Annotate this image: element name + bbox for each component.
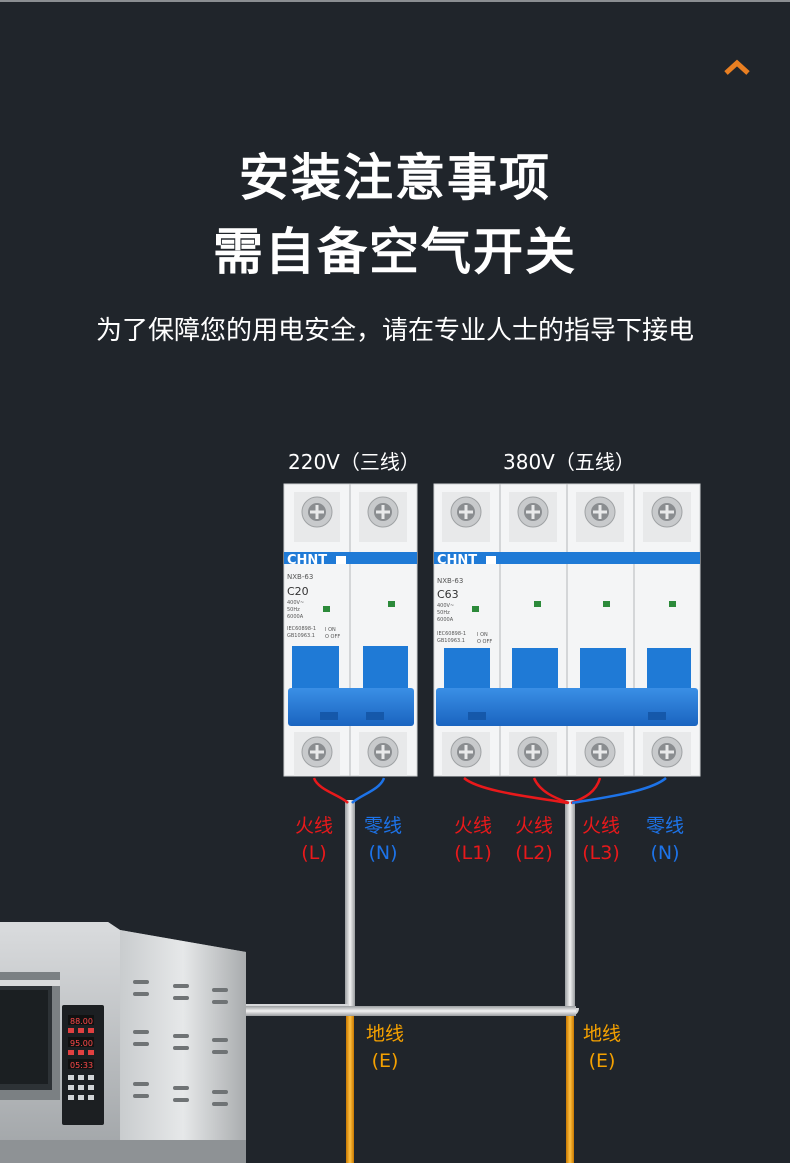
breaker-standard: IEC60898-1 <box>437 631 466 637</box>
oven-display-timer: 05:33 <box>70 1061 93 1070</box>
breaker-standard: GB10963.1 <box>437 638 465 644</box>
breaker-spec: 50Hz <box>437 610 450 616</box>
ground-label-220v: 地线 (E) <box>365 1023 404 1072</box>
wire-label-neutral-n: 零线 (N) <box>363 815 402 864</box>
wire-label-neutral-n-380v: 零线 (N) <box>645 815 684 864</box>
breaker-standard: IEC60898-1 <box>287 626 316 632</box>
group-label-380v: 380V（五线） <box>503 450 635 474</box>
oven-display-temp2: 95.00 <box>70 1039 93 1048</box>
page-subtitle: 为了保障您的用电安全，请在专业人士的指导下接电 <box>95 316 694 346</box>
breaker-off-label: O OFF <box>325 634 340 640</box>
oven-image <box>0 922 246 1163</box>
page-title: 安装注意事项 <box>239 149 551 207</box>
scroll-top-icon[interactable] <box>724 58 750 76</box>
wire-label-live-l3: 火线 (L3) <box>581 815 620 864</box>
wire-label-live-l1: 火线 (L1) <box>453 815 492 864</box>
breaker-spec: 50Hz <box>287 607 300 613</box>
breaker-on-label: I ON <box>325 627 336 633</box>
breaker-standard: GB10963.1 <box>287 633 315 639</box>
breaker-rating: C20 <box>287 585 309 598</box>
breaker-brand: CHNT <box>287 553 327 568</box>
group-label-220v: 220V（三线） <box>288 450 420 474</box>
breaker-spec: 400V~ <box>287 600 304 606</box>
breaker-model: NXB-63 <box>437 577 463 585</box>
wire-label-live-l: 火线 (L) <box>294 815 333 864</box>
breaker-spec: 400V~ <box>437 603 454 609</box>
wire-label-live-l2: 火线 (L2) <box>514 815 553 864</box>
ground-label-380v: 地线 (E) <box>582 1023 621 1072</box>
power-cable <box>246 800 579 1016</box>
breaker-spec: 6000A <box>437 617 454 623</box>
top-divider <box>0 0 790 2</box>
breaker-off-label: O OFF <box>477 639 492 645</box>
page-title-secondary: 需自备空气开关 <box>213 223 577 281</box>
breaker-model: NXB-63 <box>287 573 313 581</box>
ground-wire <box>346 1016 574 1163</box>
breaker-380v <box>433 483 701 777</box>
breaker-spec: 6000A <box>287 614 304 620</box>
oven-display-temp1: 88.00 <box>70 1017 93 1026</box>
breaker-on-label: I ON <box>477 632 488 638</box>
breaker-rating: C63 <box>437 588 459 601</box>
breaker-220v <box>283 483 418 777</box>
breaker-brand: CHNT <box>437 553 477 568</box>
